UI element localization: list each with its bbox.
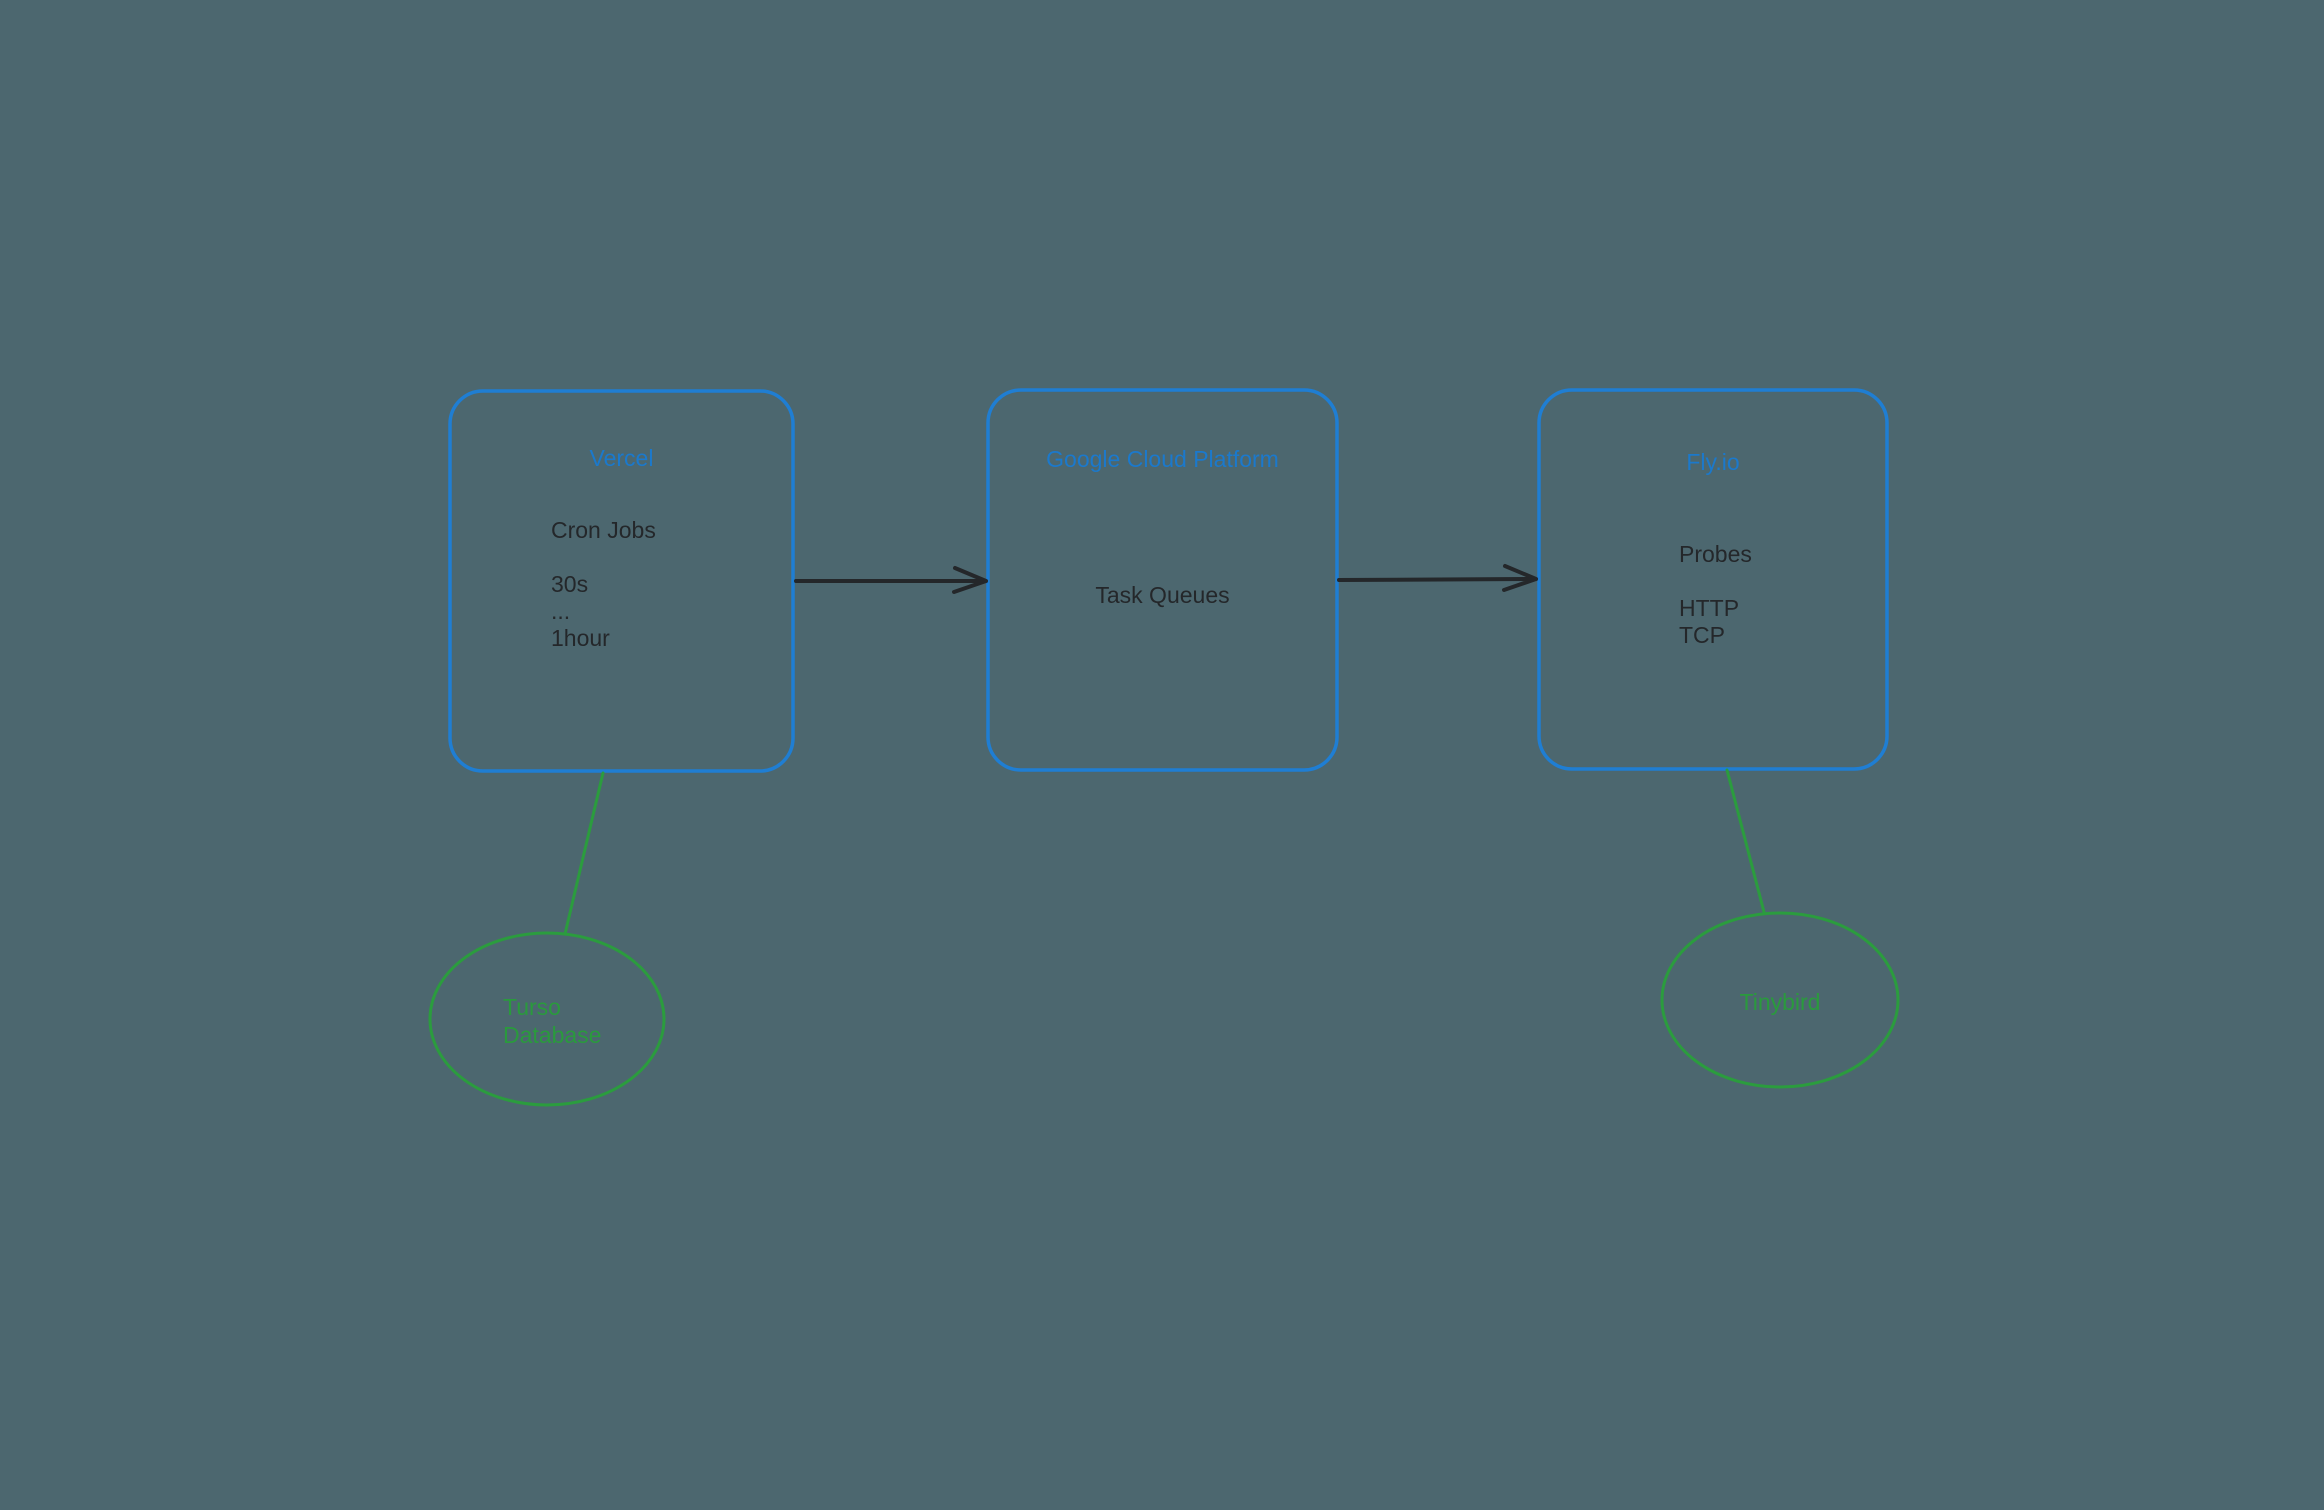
tinybird-ellipse[interactable] — [1660, 911, 1900, 1089]
arrow-vercel-to-gcp[interactable] — [794, 566, 988, 594]
fly-node-title[interactable]: Fly.io — [1686, 449, 1740, 475]
connector-fly-to-tinybird[interactable] — [1725, 768, 1766, 914]
turso-label[interactable]: Turso Database — [503, 994, 602, 1048]
fly-node-box[interactable] — [1537, 388, 1889, 771]
vercel-node-title[interactable]: Vercel — [589, 445, 654, 471]
turso-ellipse[interactable] — [428, 931, 666, 1107]
arrow-gcp-to-fly[interactable] — [1337, 564, 1538, 592]
fly-node-body[interactable]: Probes HTTP TCP — [1679, 541, 1752, 648]
connector-vercel-to-turso[interactable] — [563, 771, 605, 936]
vercel-node-box[interactable] — [448, 389, 795, 773]
vercel-node-body[interactable]: Cron Jobs 30s ... 1hour — [551, 517, 656, 651]
tinybird-label[interactable]: Tinybird — [1739, 989, 1821, 1015]
gcp-node-body[interactable]: Task Queues — [1095, 582, 1230, 608]
gcp-node-title[interactable]: Google Cloud Platform — [1046, 446, 1279, 472]
